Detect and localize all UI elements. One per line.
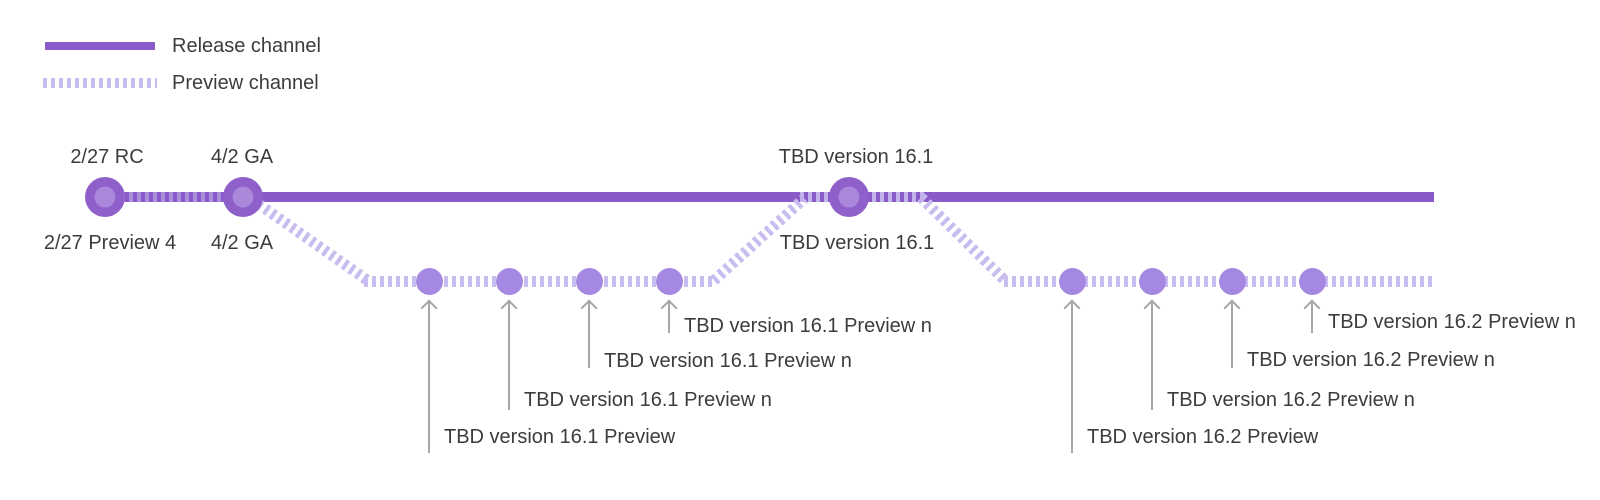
milestone-top-label: 2/27 RC	[70, 146, 144, 168]
preview-milestone-dot	[495, 267, 523, 295]
preview-build-label: TBD version 16.2 Preview n	[1247, 349, 1495, 371]
annotation-arrow-up	[668, 302, 670, 333]
preview-milestone-dot	[655, 267, 683, 295]
annotation-arrow-up	[1231, 302, 1233, 368]
legend-label-preview: Preview channel	[172, 72, 319, 94]
milestone-top-label: 4/2 GA	[210, 146, 274, 168]
annotation-arrow-up	[1071, 302, 1073, 453]
preview-channel-line	[364, 275, 716, 287]
release-channel-swatch	[45, 42, 155, 50]
annotation-arrow-up	[508, 302, 510, 410]
milestone-dot-core	[838, 186, 860, 208]
preview-milestone-dot	[1298, 267, 1326, 295]
preview-milestone-dot	[1218, 267, 1246, 295]
preview-milestone-dot	[1138, 267, 1166, 295]
preview-build-label: TBD version 16.1 Preview n	[684, 315, 932, 337]
preview-build-label: TBD version 16.2 Preview	[1087, 426, 1319, 448]
preview-milestone-dot	[575, 267, 603, 295]
release-milestone-dot	[829, 177, 869, 217]
milestone-dot-core	[232, 186, 254, 208]
preview-overlap-segment	[105, 192, 245, 202]
annotation-arrow-up	[1311, 302, 1313, 333]
legend-label-release: Release channel	[172, 35, 321, 57]
release-milestone-dot	[85, 177, 125, 217]
preview-milestone-dot	[415, 267, 443, 295]
milestone-dot-core	[94, 186, 116, 208]
preview-build-label: TBD version 16.1 Preview	[444, 426, 676, 448]
release-milestone-dot	[223, 177, 263, 217]
annotation-arrow-up	[588, 302, 590, 368]
annotation-arrow-up	[1151, 302, 1153, 410]
milestone-top-label: TBD version 16.1	[778, 146, 934, 168]
preview-build-label: TBD version 16.2 Preview n	[1328, 311, 1576, 333]
milestone-bottom-label: 4/2 GA	[210, 232, 274, 254]
preview-build-label: TBD version 16.2 Preview n	[1167, 389, 1415, 411]
preview-build-label: TBD version 16.1 Preview n	[604, 350, 852, 372]
milestone-bottom-label: TBD version 16.1	[779, 232, 935, 254]
preview-milestone-dot	[1058, 267, 1086, 295]
annotation-arrow-up	[428, 302, 430, 453]
preview-channel-swatch	[43, 78, 157, 88]
release-channel-line	[105, 192, 1434, 202]
preview-build-label: TBD version 16.1 Preview n	[524, 389, 772, 411]
milestone-bottom-label: 2/27 Preview 4	[43, 232, 177, 254]
